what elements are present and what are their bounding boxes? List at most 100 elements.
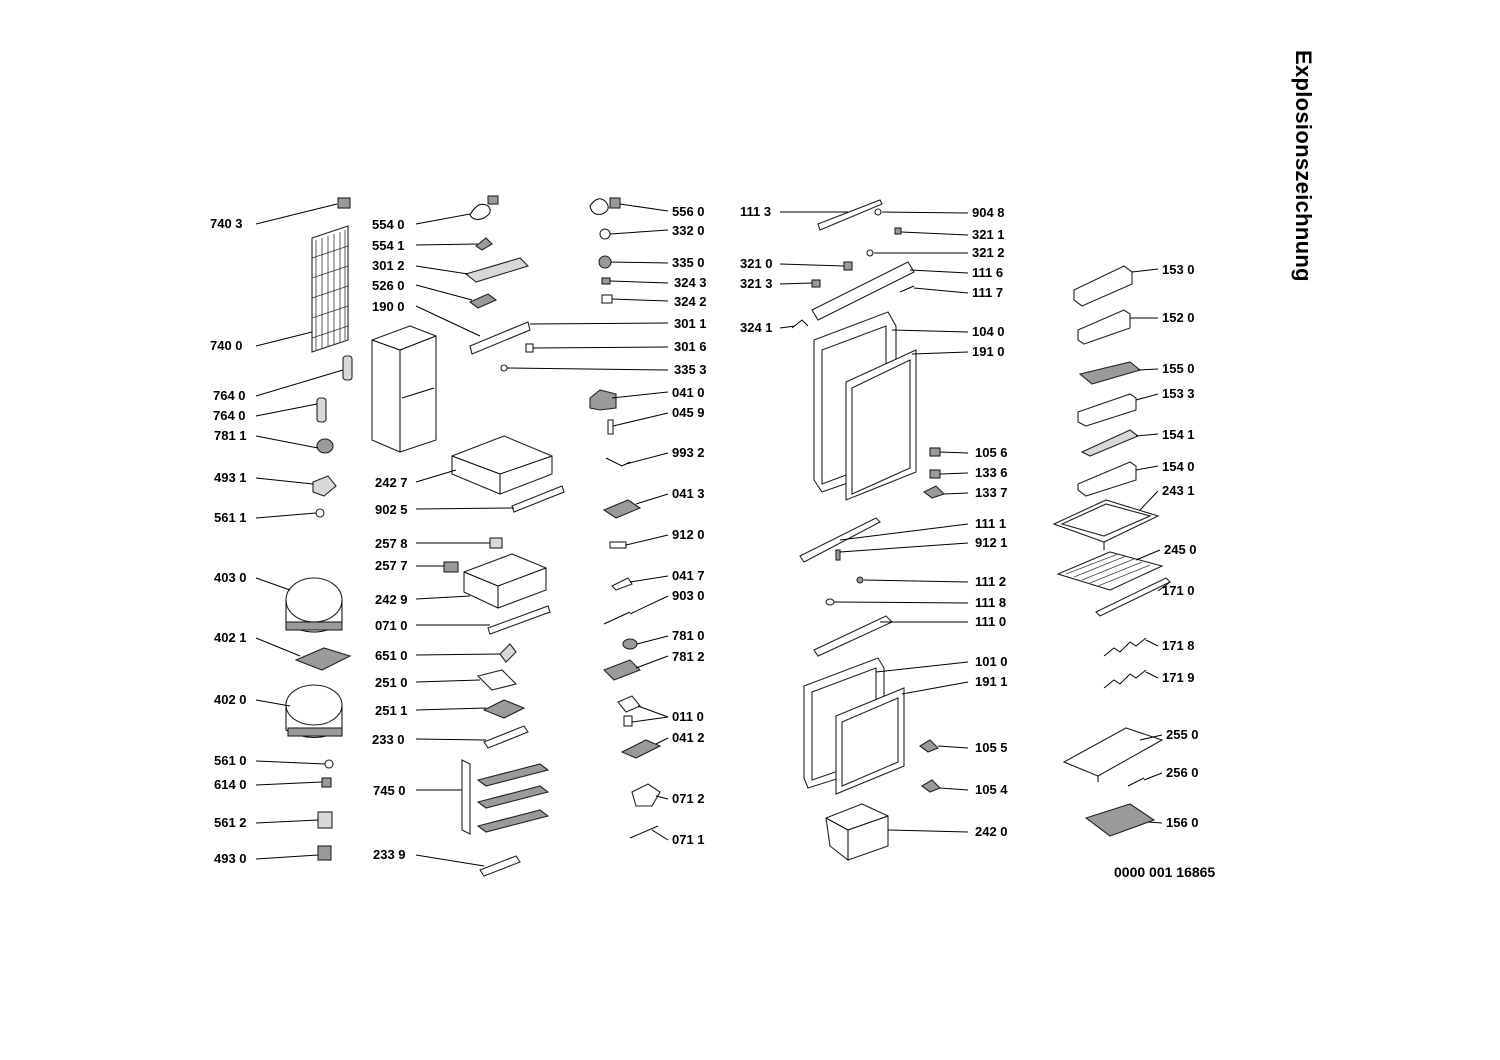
door-shelf-part	[1077, 461, 1137, 497]
part-label: 133 6	[975, 465, 1008, 480]
cable-part	[605, 457, 631, 467]
part-label: 402 1	[214, 630, 247, 645]
part-label: 242 9	[375, 592, 408, 607]
part-label: 321 0	[740, 256, 773, 271]
slide-part	[443, 561, 459, 573]
clip-part	[922, 485, 946, 499]
tray-part	[294, 647, 352, 671]
part-label: 614 0	[214, 777, 247, 792]
part-label: 243 1	[1162, 483, 1195, 498]
condenser-part	[311, 197, 351, 353]
strip-part	[469, 321, 531, 355]
clip-part	[601, 277, 611, 285]
cover-part	[317, 811, 333, 829]
part-label: 745 0	[373, 783, 406, 798]
clip-part	[525, 343, 534, 353]
part-label: 111 7	[972, 285, 1004, 300]
knob-part	[598, 255, 612, 269]
part-label: 993 2	[672, 445, 705, 460]
part-label: 154 0	[1162, 459, 1195, 474]
part-label: 526 0	[372, 278, 405, 293]
ice-tray-part	[1084, 803, 1156, 837]
diagram-title: Explosionszeichnung	[1291, 50, 1316, 282]
part-label: 233 0	[372, 732, 405, 747]
bar-part	[483, 725, 529, 749]
part-label: 561 1	[214, 510, 247, 525]
fixing-part	[617, 695, 641, 727]
divider-part	[1080, 429, 1140, 457]
grille-part	[603, 659, 641, 681]
part-label: 153 3	[1162, 386, 1195, 401]
part-label: 902 5	[375, 502, 408, 517]
part-label: 071 2	[672, 791, 705, 806]
door-shelf-part	[1077, 309, 1131, 345]
clip-part	[843, 261, 853, 271]
egg-tray-part	[1078, 361, 1142, 385]
part-label: 324 1	[740, 320, 773, 335]
part-label: 152 0	[1162, 310, 1195, 325]
clip-part	[866, 249, 874, 257]
part-label: 255 0	[1166, 727, 1199, 742]
part-label: 335 3	[674, 362, 707, 377]
cover-part	[312, 475, 337, 497]
part-label: 104 0	[972, 324, 1005, 339]
part-label: 245 0	[1164, 542, 1197, 557]
clip-part	[919, 739, 939, 753]
rod-part	[629, 825, 659, 839]
part-label: 251 0	[375, 675, 408, 690]
trim-part	[487, 605, 551, 635]
part-label: 256 0	[1166, 765, 1199, 780]
part-label: 041 7	[672, 568, 705, 583]
trim-part	[511, 485, 565, 513]
part-label: 321 1	[972, 227, 1005, 242]
strip-part	[817, 199, 883, 231]
part-label: 071 0	[375, 618, 408, 633]
part-label: 493 1	[214, 470, 247, 485]
part-label: 764 0	[213, 408, 246, 423]
wire-shelf-part	[1056, 551, 1164, 591]
part-label: 041 0	[672, 385, 705, 400]
slide-part	[489, 537, 503, 549]
clip-part	[811, 279, 821, 288]
freezer-drawer-part	[825, 803, 889, 861]
part-label: 321 2	[972, 245, 1005, 260]
part-label: 556 0	[672, 204, 705, 219]
clip-part	[324, 759, 334, 769]
drawer-part	[451, 435, 553, 495]
screw-part	[500, 364, 508, 372]
part-label: 191 1	[975, 674, 1008, 689]
part-label: 912 0	[672, 527, 705, 542]
clip-part	[791, 319, 809, 329]
part-label: 324 3	[674, 275, 707, 290]
rod-part	[1127, 777, 1145, 787]
clip-part	[921, 779, 941, 793]
compressor-part	[285, 684, 343, 738]
clip-part	[825, 598, 835, 606]
part-label: 781 2	[672, 649, 705, 664]
part-label: 105 5	[975, 740, 1008, 755]
door-gasket-part	[835, 687, 905, 795]
freezer-shelf-part	[1062, 727, 1164, 782]
part-label: 242 7	[375, 475, 408, 490]
damper-part	[499, 643, 517, 663]
door-gasket-part	[845, 349, 917, 501]
bracket-part	[475, 237, 493, 251]
part-label: 233 9	[373, 847, 406, 862]
part-label: 554 0	[372, 217, 405, 232]
part-label: 011 0	[672, 709, 704, 724]
document-number: 0000 001 16865	[1114, 864, 1216, 880]
part-label: 257 7	[375, 558, 408, 573]
part-label: 041 2	[672, 730, 705, 745]
part-label: 156 0	[1166, 815, 1199, 830]
cabinet-part	[371, 325, 437, 453]
strip-part	[899, 285, 915, 293]
filter-drier-part	[342, 355, 353, 381]
door-shelf-part	[1073, 265, 1133, 307]
thermostat-part	[469, 195, 499, 220]
part-label: 171 9	[1162, 670, 1195, 685]
clip-part	[929, 447, 941, 457]
hinge-part	[589, 389, 617, 411]
clip-part	[894, 227, 902, 235]
pin-part	[609, 541, 627, 549]
